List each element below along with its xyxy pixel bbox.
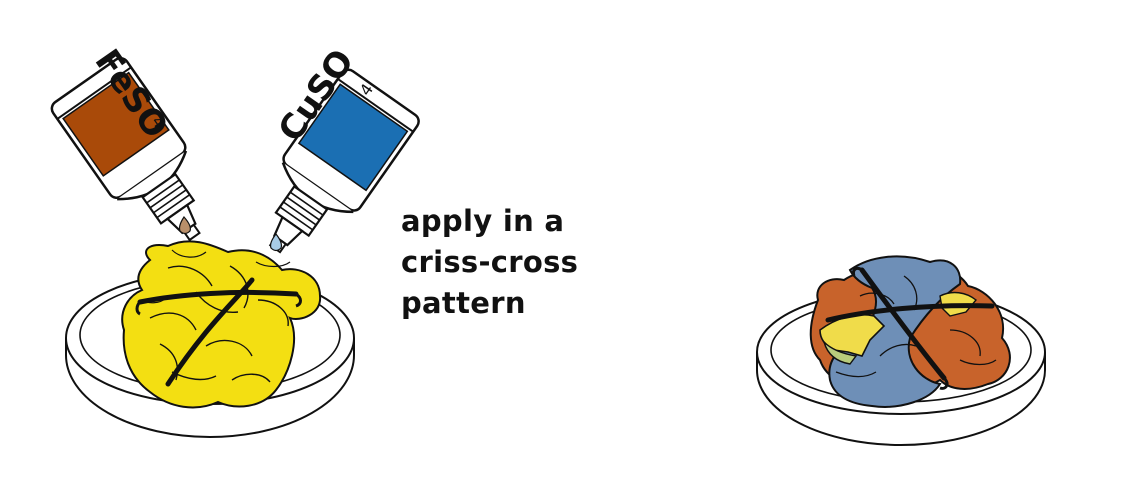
left-fabric-bundle [121,240,322,409]
feso4-drop [178,216,191,235]
feso4-liquid [62,71,170,177]
cuso4-drop [269,233,283,252]
instruction-line-1: apply in a [401,204,565,238]
instruction-text: apply in a criss-cross pattern [401,201,641,324]
cuso4-liquid [297,83,409,192]
instruction-line-3: pattern [401,286,526,320]
cuso4-bottle [268,68,420,254]
feso4-bottle [50,56,201,242]
instruction-line-2: criss-cross [401,245,579,279]
right-fabric-bundle [809,255,1011,408]
